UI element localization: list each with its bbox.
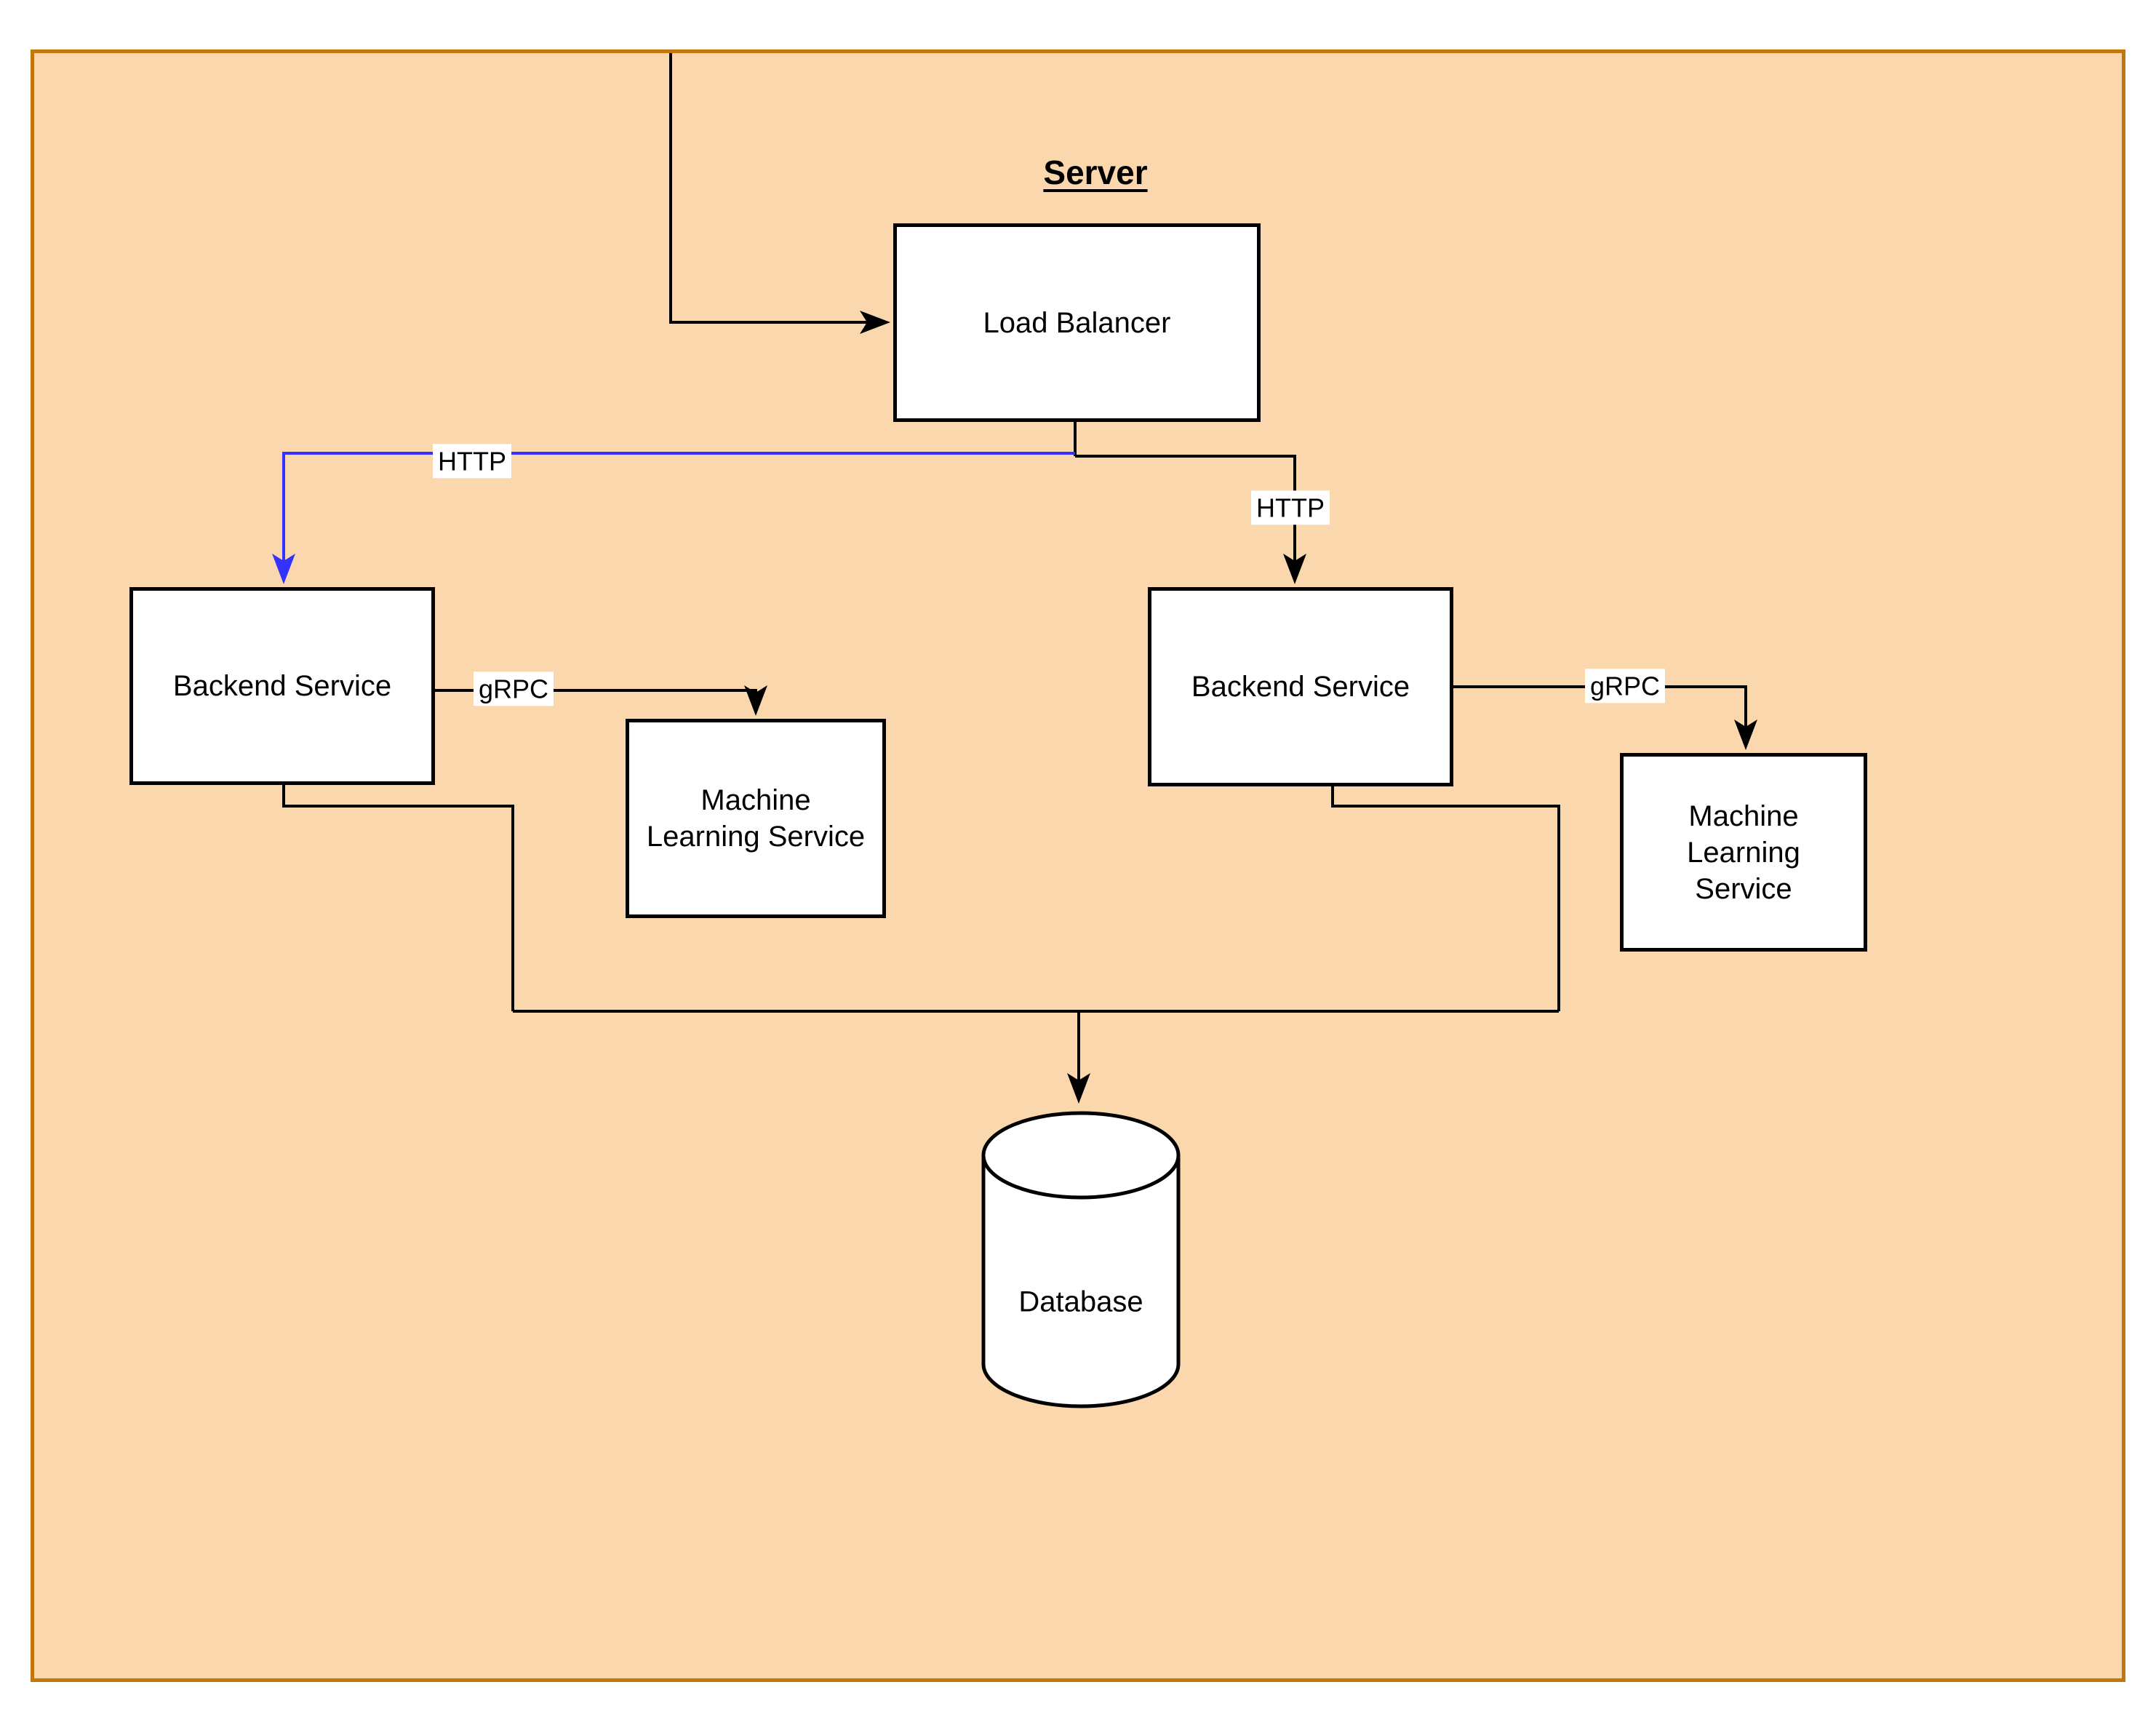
node-load-balancer: Load Balancer [893,223,1261,422]
http-right-arrowhead-icon [1283,554,1306,584]
edge-label-http-left: HTTP [433,444,511,479]
database-cylinder-top [981,1111,1181,1200]
node-backend-service-right: Backend Service [1148,587,1453,786]
entry-connector [669,53,868,324]
edge-label-grpc-left: gRPC [473,671,554,706]
node-backend-service-left: Backend Service [129,587,435,785]
backend-left-db-connector [282,785,514,1011]
database-cylinder-body [981,1155,1181,1408]
node-ml-service-left: Machine Learning Service [626,719,886,918]
http-right-connector [1075,455,1296,562]
page-title: Server [1043,154,1148,191]
edge-label-http-right: HTTP [1251,490,1330,525]
http-left-connector [282,452,1075,562]
node-ml-service-left-label: Machine Learning Service [646,784,866,853]
node-ml-service-right-label: Machine Learning Service [1687,800,1800,905]
node-database-label: Database [1018,1286,1143,1318]
node-backend-service-left-label: Backend Service [172,670,392,702]
grpc-right-connector [1453,685,1747,728]
node-ml-service-right: Machine Learning Service [1620,753,1867,952]
edge-label-grpc-right: gRPC [1584,669,1666,703]
entry-arrowhead-icon [860,311,890,334]
http-left-arrowhead-icon [272,554,295,584]
grpc-right-arrowhead-icon [1734,720,1757,750]
grpc-left-arrowhead-icon [744,685,767,716]
backend-right-db-connector [1331,786,1560,1011]
node-load-balancer-label: Load Balancer [983,306,1171,339]
db-arrowhead-icon [1067,1073,1090,1104]
node-backend-service-right-label: Backend Service [1191,671,1410,703]
